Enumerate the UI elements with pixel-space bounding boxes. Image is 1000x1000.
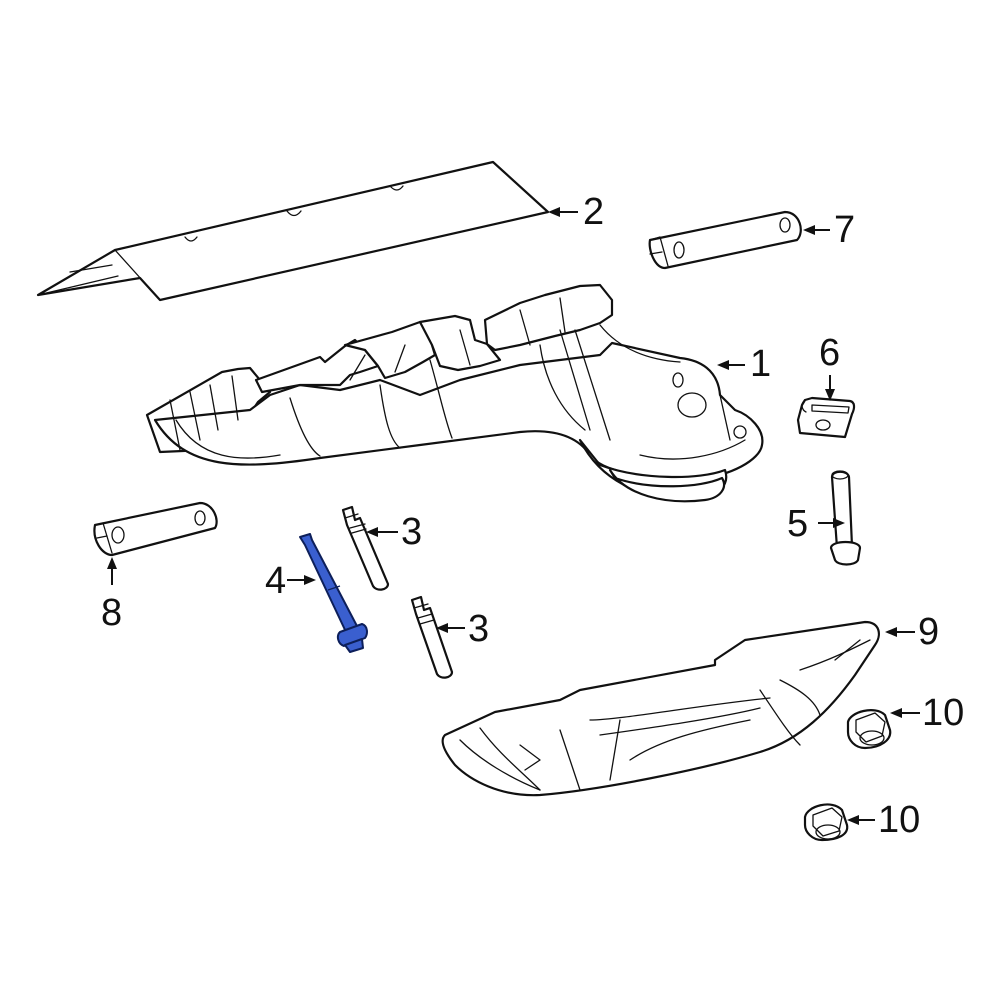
part-9-heat-shield-lower[interactable] xyxy=(441,620,880,797)
part-10-flange-nut-lower[interactable] xyxy=(803,803,849,842)
callout-6: 6 xyxy=(819,332,841,374)
part-5-bolt[interactable] xyxy=(829,470,862,566)
part-3-stud-upper[interactable] xyxy=(341,505,390,591)
callout-7: 7 xyxy=(834,209,856,251)
part-2-heat-shield-upper[interactable] xyxy=(36,160,550,302)
part-7-spacer-right[interactable] xyxy=(648,210,802,270)
callout-5: 5 xyxy=(787,503,809,545)
callout-9: 9 xyxy=(918,611,940,653)
part-10-flange-nut-upper[interactable] xyxy=(846,709,892,750)
callout-10-lower: 10 xyxy=(878,799,921,841)
callout-1: 1 xyxy=(750,343,772,385)
leader-lines xyxy=(107,207,920,825)
part-8-spacer-left[interactable] xyxy=(93,501,218,557)
callout-4: 4 xyxy=(265,560,287,602)
part-4-bolt-highlighted[interactable] xyxy=(299,533,368,653)
callout-8: 8 xyxy=(101,592,123,634)
part-1-exhaust-manifold[interactable] xyxy=(145,283,764,503)
callout-10-upper: 10 xyxy=(922,692,965,734)
callout-3-lower: 3 xyxy=(468,608,490,650)
part-3-stud-lower[interactable] xyxy=(410,595,454,679)
part-6-clip[interactable] xyxy=(796,396,856,439)
callout-2: 2 xyxy=(583,191,605,233)
callout-3-upper: 3 xyxy=(401,511,423,553)
